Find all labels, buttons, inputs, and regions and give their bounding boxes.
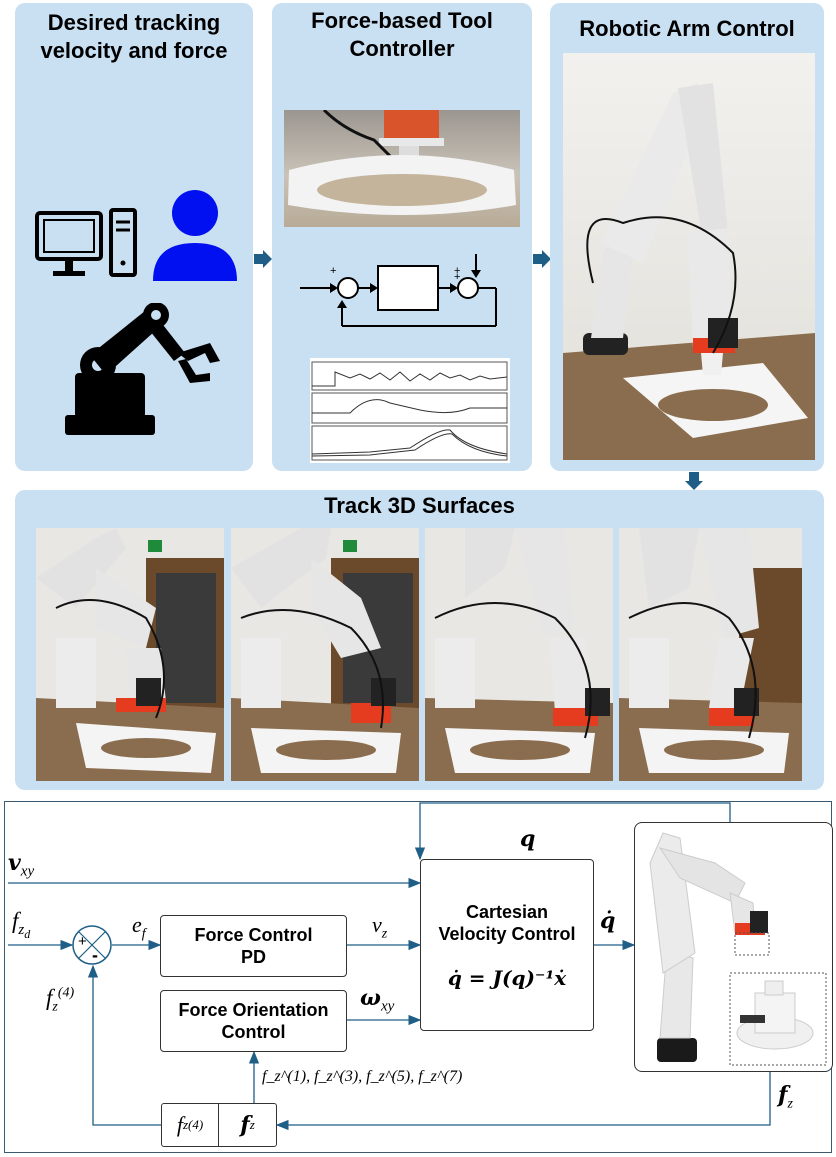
subscript: d	[24, 926, 31, 941]
subscript: z	[52, 999, 58, 1015]
symbol: v	[372, 912, 382, 937]
qdot-label: q̇	[600, 908, 616, 934]
symbol: ω	[360, 985, 381, 1011]
fz-sensors-label: f_z^(1), f_z^(3), f_z^(5), f_z^(7)	[262, 1068, 463, 1085]
user-icon	[153, 190, 237, 281]
title-line: Controller	[349, 36, 455, 61]
robot-arm-photo	[563, 53, 815, 460]
block-label: PD	[240, 947, 266, 967]
arrow-right-icon	[533, 250, 551, 268]
symbol: f	[778, 1082, 788, 1108]
block-label: Cartesian	[465, 902, 549, 922]
track-photo-3	[425, 528, 613, 781]
fz4-feedback-label: fz(4)	[46, 985, 74, 1016]
symbol: f	[46, 985, 53, 1010]
subscript: z	[18, 921, 25, 938]
q-label: q	[520, 826, 536, 852]
subscript: xy	[20, 863, 35, 880]
subscript: z	[249, 1117, 255, 1132]
arrow-down-icon	[685, 472, 703, 490]
panel-title: Desired tracking velocity and force	[15, 9, 253, 65]
sum-minus-sign: -	[92, 945, 98, 965]
e-f-label: ef	[132, 912, 146, 942]
v-xy-label: vxy	[8, 850, 34, 880]
subscript: xy	[380, 998, 395, 1015]
block-label: Force Orientation	[178, 1000, 329, 1020]
subscript: f	[141, 926, 146, 942]
control-loop-diagram: + + +	[300, 254, 497, 327]
panel-title: Force-based Tool Controller	[272, 7, 532, 63]
force-orientation-control-block: Force Orientation Control	[160, 990, 347, 1052]
superscript: (4)	[57, 985, 75, 1001]
symbol: e	[132, 912, 142, 937]
tool-photo	[284, 110, 520, 227]
computer-icon	[35, 208, 137, 277]
subscript: z	[787, 1096, 793, 1112]
svg-text:+: +	[454, 265, 460, 277]
block-label: Control	[221, 1022, 286, 1042]
f-zd-label: fzd	[12, 908, 30, 942]
superscript: (4)	[188, 1117, 204, 1132]
block-label: Force Control	[194, 925, 313, 945]
title-line: Force-based Tool	[311, 8, 493, 33]
panel-title: Robotic Arm Control	[579, 16, 795, 41]
v-z-label: vz	[372, 912, 387, 942]
panel-desired-tracking: Desired tracking velocity and force	[15, 3, 253, 471]
arrow-right-icon	[254, 250, 272, 268]
fz-output-label: fz	[778, 1082, 793, 1112]
title-line: Desired tracking	[47, 10, 221, 35]
signal-plots	[310, 358, 510, 463]
robot-arm-icon	[65, 303, 220, 435]
symbol: f	[176, 1112, 183, 1137]
omega-xy-label: ωxy	[360, 985, 394, 1015]
panel-title: Track 3D Surfaces	[324, 493, 515, 518]
robot-diagram-image	[634, 822, 833, 1072]
force-control-pd-block: Force Control PD	[160, 915, 347, 977]
symbol: f	[240, 1112, 250, 1138]
subscript: z	[182, 1117, 188, 1132]
track-photo-2	[231, 528, 419, 781]
svg-text:+: +	[454, 271, 460, 283]
title-line: velocity and force	[40, 38, 228, 63]
track-photo-4	[619, 528, 802, 781]
symbol: f	[12, 908, 19, 933]
jacobian-equation: q̇ = J(q)⁻¹ẋ	[447, 966, 567, 990]
cartesian-velocity-control-block: Cartesian Velocity Control q̇ = J(q)⁻¹ẋ	[420, 859, 594, 1031]
track-photo-1	[36, 528, 224, 781]
panel-robotic-arm-control: Robotic Arm Control	[550, 3, 824, 471]
panel-force-tool-controller: Force-based Tool Controller + + +	[272, 3, 532, 471]
svg-text:+: +	[330, 265, 336, 277]
subscript: z	[381, 926, 388, 942]
block-label: Velocity Control	[438, 924, 576, 944]
sum-plus-sign: +	[78, 933, 87, 950]
symbol: v	[8, 850, 21, 876]
